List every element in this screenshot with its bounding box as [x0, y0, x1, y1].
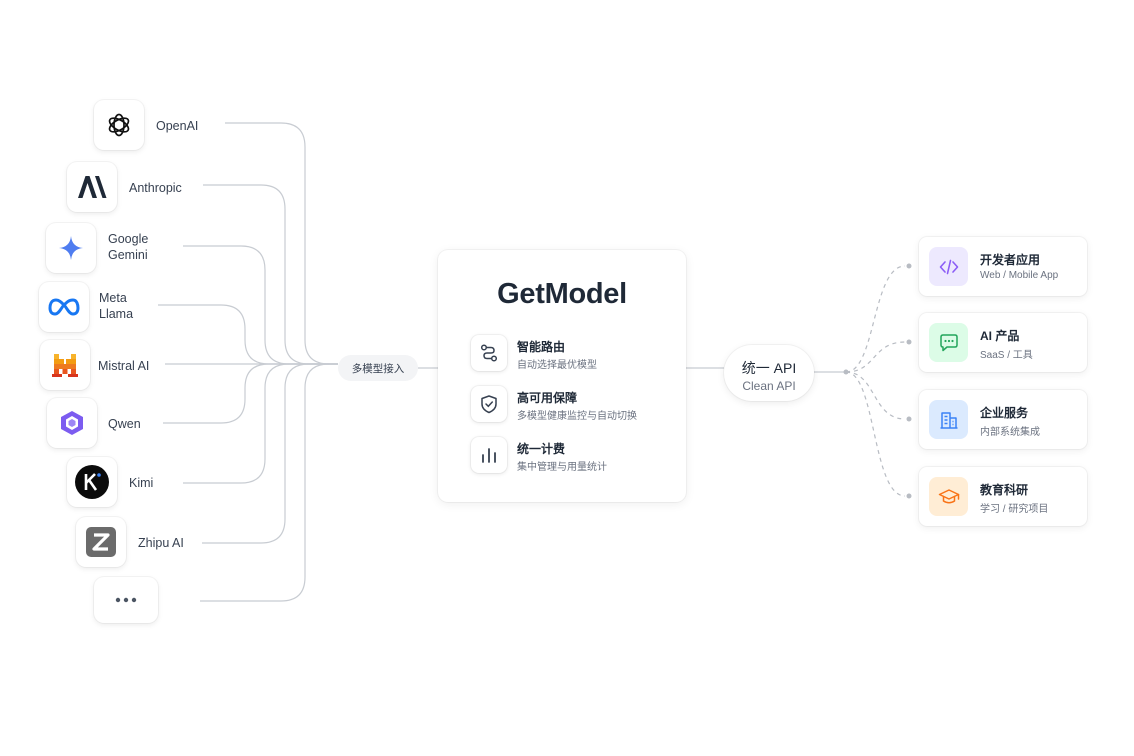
feature-availability-title: 高可用保障 — [517, 391, 578, 405]
zhipu-icon — [86, 527, 116, 557]
feature-billing-title: 统一计费 — [517, 442, 566, 456]
more-dots-icon — [115, 597, 137, 603]
getmodel-core-card: GetModel 智能路由 自动选择最优模型 高可用保障 多模型健康监控与自动切… — [438, 250, 686, 502]
consumer-connector-node — [906, 263, 912, 269]
core-title: GetModel — [497, 278, 627, 310]
consumer-developer-apps-subtitle: Web / Mobile App — [980, 270, 1059, 281]
consumer-developer-apps-card: 开发者应用 Web / Mobile App — [919, 237, 1087, 296]
provider-mistral-label: Mistral AI — [98, 359, 150, 373]
consumer-connector-line — [845, 371, 906, 420]
feature-routing-subtitle: 自动选择最优模型 — [517, 360, 597, 371]
feature-billing-subtitle: 集中管理与用量统计 — [517, 462, 607, 473]
meta-infinity-icon — [48, 298, 80, 316]
provider-anthropic-label: Anthropic — [129, 181, 182, 195]
provider-anthropic-logo — [67, 162, 117, 212]
provider-gemini-logo — [46, 223, 96, 273]
hub-label-pill: 多模型接入 — [338, 355, 418, 381]
consumer-ai-products-subtitle: SaaS / 工具 — [980, 350, 1033, 361]
provider-connector-line — [183, 245, 338, 365]
consumer-connector-node — [906, 416, 912, 422]
provider-connector-line — [202, 363, 338, 544]
kimi-icon — [75, 465, 109, 499]
provider-zhipu-logo — [76, 517, 126, 567]
consumer-education-title: 教育科研 — [980, 483, 1029, 497]
provider-connector-line — [225, 122, 338, 365]
consumer-connector-node — [906, 339, 912, 345]
provider-meta-label: Meta Llama — [99, 291, 134, 321]
unified-api-pill: 统一 API Clean API — [724, 345, 814, 401]
provider-connector-line — [203, 184, 338, 365]
provider-connector-line — [200, 363, 338, 602]
provider-connector-line — [158, 304, 338, 365]
feature-availability-icon-box — [471, 386, 507, 422]
provider-qwen-label: Qwen — [108, 417, 141, 431]
anthropic-icon — [78, 176, 107, 198]
graduation-cap-icon — [938, 488, 959, 503]
feature-routing-icon-box — [471, 335, 507, 371]
consumer-education-icon-box — [929, 477, 968, 516]
provider-openai-logo — [94, 100, 144, 150]
consumer-developer-apps-title: 开发者应用 — [980, 253, 1041, 267]
openai-icon — [108, 113, 130, 137]
consumer-ai-products-icon-box — [929, 323, 968, 362]
consumer-connector-node — [906, 493, 912, 499]
shield-check-icon — [481, 395, 497, 414]
provider-connector-line — [183, 363, 338, 484]
provider-kimi-logo — [67, 457, 117, 507]
feature-availability-subtitle: 多模型健康监控与自动切换 — [517, 411, 637, 422]
consumer-connector-line — [845, 371, 906, 497]
route-icon — [480, 344, 498, 362]
mistral-icon — [52, 354, 78, 377]
code-icon — [939, 259, 958, 274]
consumer-connector-line — [845, 341, 906, 373]
consumer-enterprise-subtitle: 内部系统集成 — [980, 427, 1040, 438]
provider-openai-label: OpenAI — [156, 119, 199, 133]
consumer-education-subtitle: 学习 / 研究项目 — [980, 504, 1049, 515]
feature-routing-title: 智能路由 — [517, 340, 566, 354]
provider-mistral-logo — [40, 340, 90, 390]
provider-qwen-logo — [47, 398, 97, 448]
gemini-sparkle-icon — [59, 236, 83, 260]
consumer-enterprise-title: 企业服务 — [980, 406, 1029, 420]
consumer-connector-line — [845, 265, 906, 373]
provider-kimi-label: Kimi — [129, 476, 154, 490]
provider-meta-logo — [39, 282, 89, 332]
qwen-icon — [61, 411, 83, 435]
bar-chart-icon — [482, 448, 496, 463]
provider-connectors — [158, 122, 338, 602]
consumer-enterprise-icon-box — [929, 400, 968, 439]
consumer-enterprise-card: 企业服务 内部系统集成 — [919, 390, 1087, 449]
consumer-connectors — [845, 263, 912, 499]
consumer-ai-products-card: AI 产品 SaaS / 工具 — [919, 313, 1087, 372]
api-subtitle: Clean API — [742, 379, 796, 393]
provider-zhipu-label: Zhipu AI — [138, 536, 184, 550]
building-icon — [940, 411, 957, 429]
chat-icon — [939, 333, 958, 351]
api-title: 统一 API — [741, 360, 797, 376]
provider-more-button[interactable] — [94, 577, 158, 623]
consumer-education-card: 教育科研 学习 / 研究项目 — [919, 467, 1087, 526]
provider-gemini-label: Google Gemini — [108, 232, 149, 262]
consumer-developer-apps-icon-box — [929, 247, 968, 286]
consumer-ai-products-title: AI 产品 — [980, 329, 1020, 343]
feature-billing-icon-box — [471, 437, 507, 473]
provider-connector-line — [163, 363, 338, 424]
